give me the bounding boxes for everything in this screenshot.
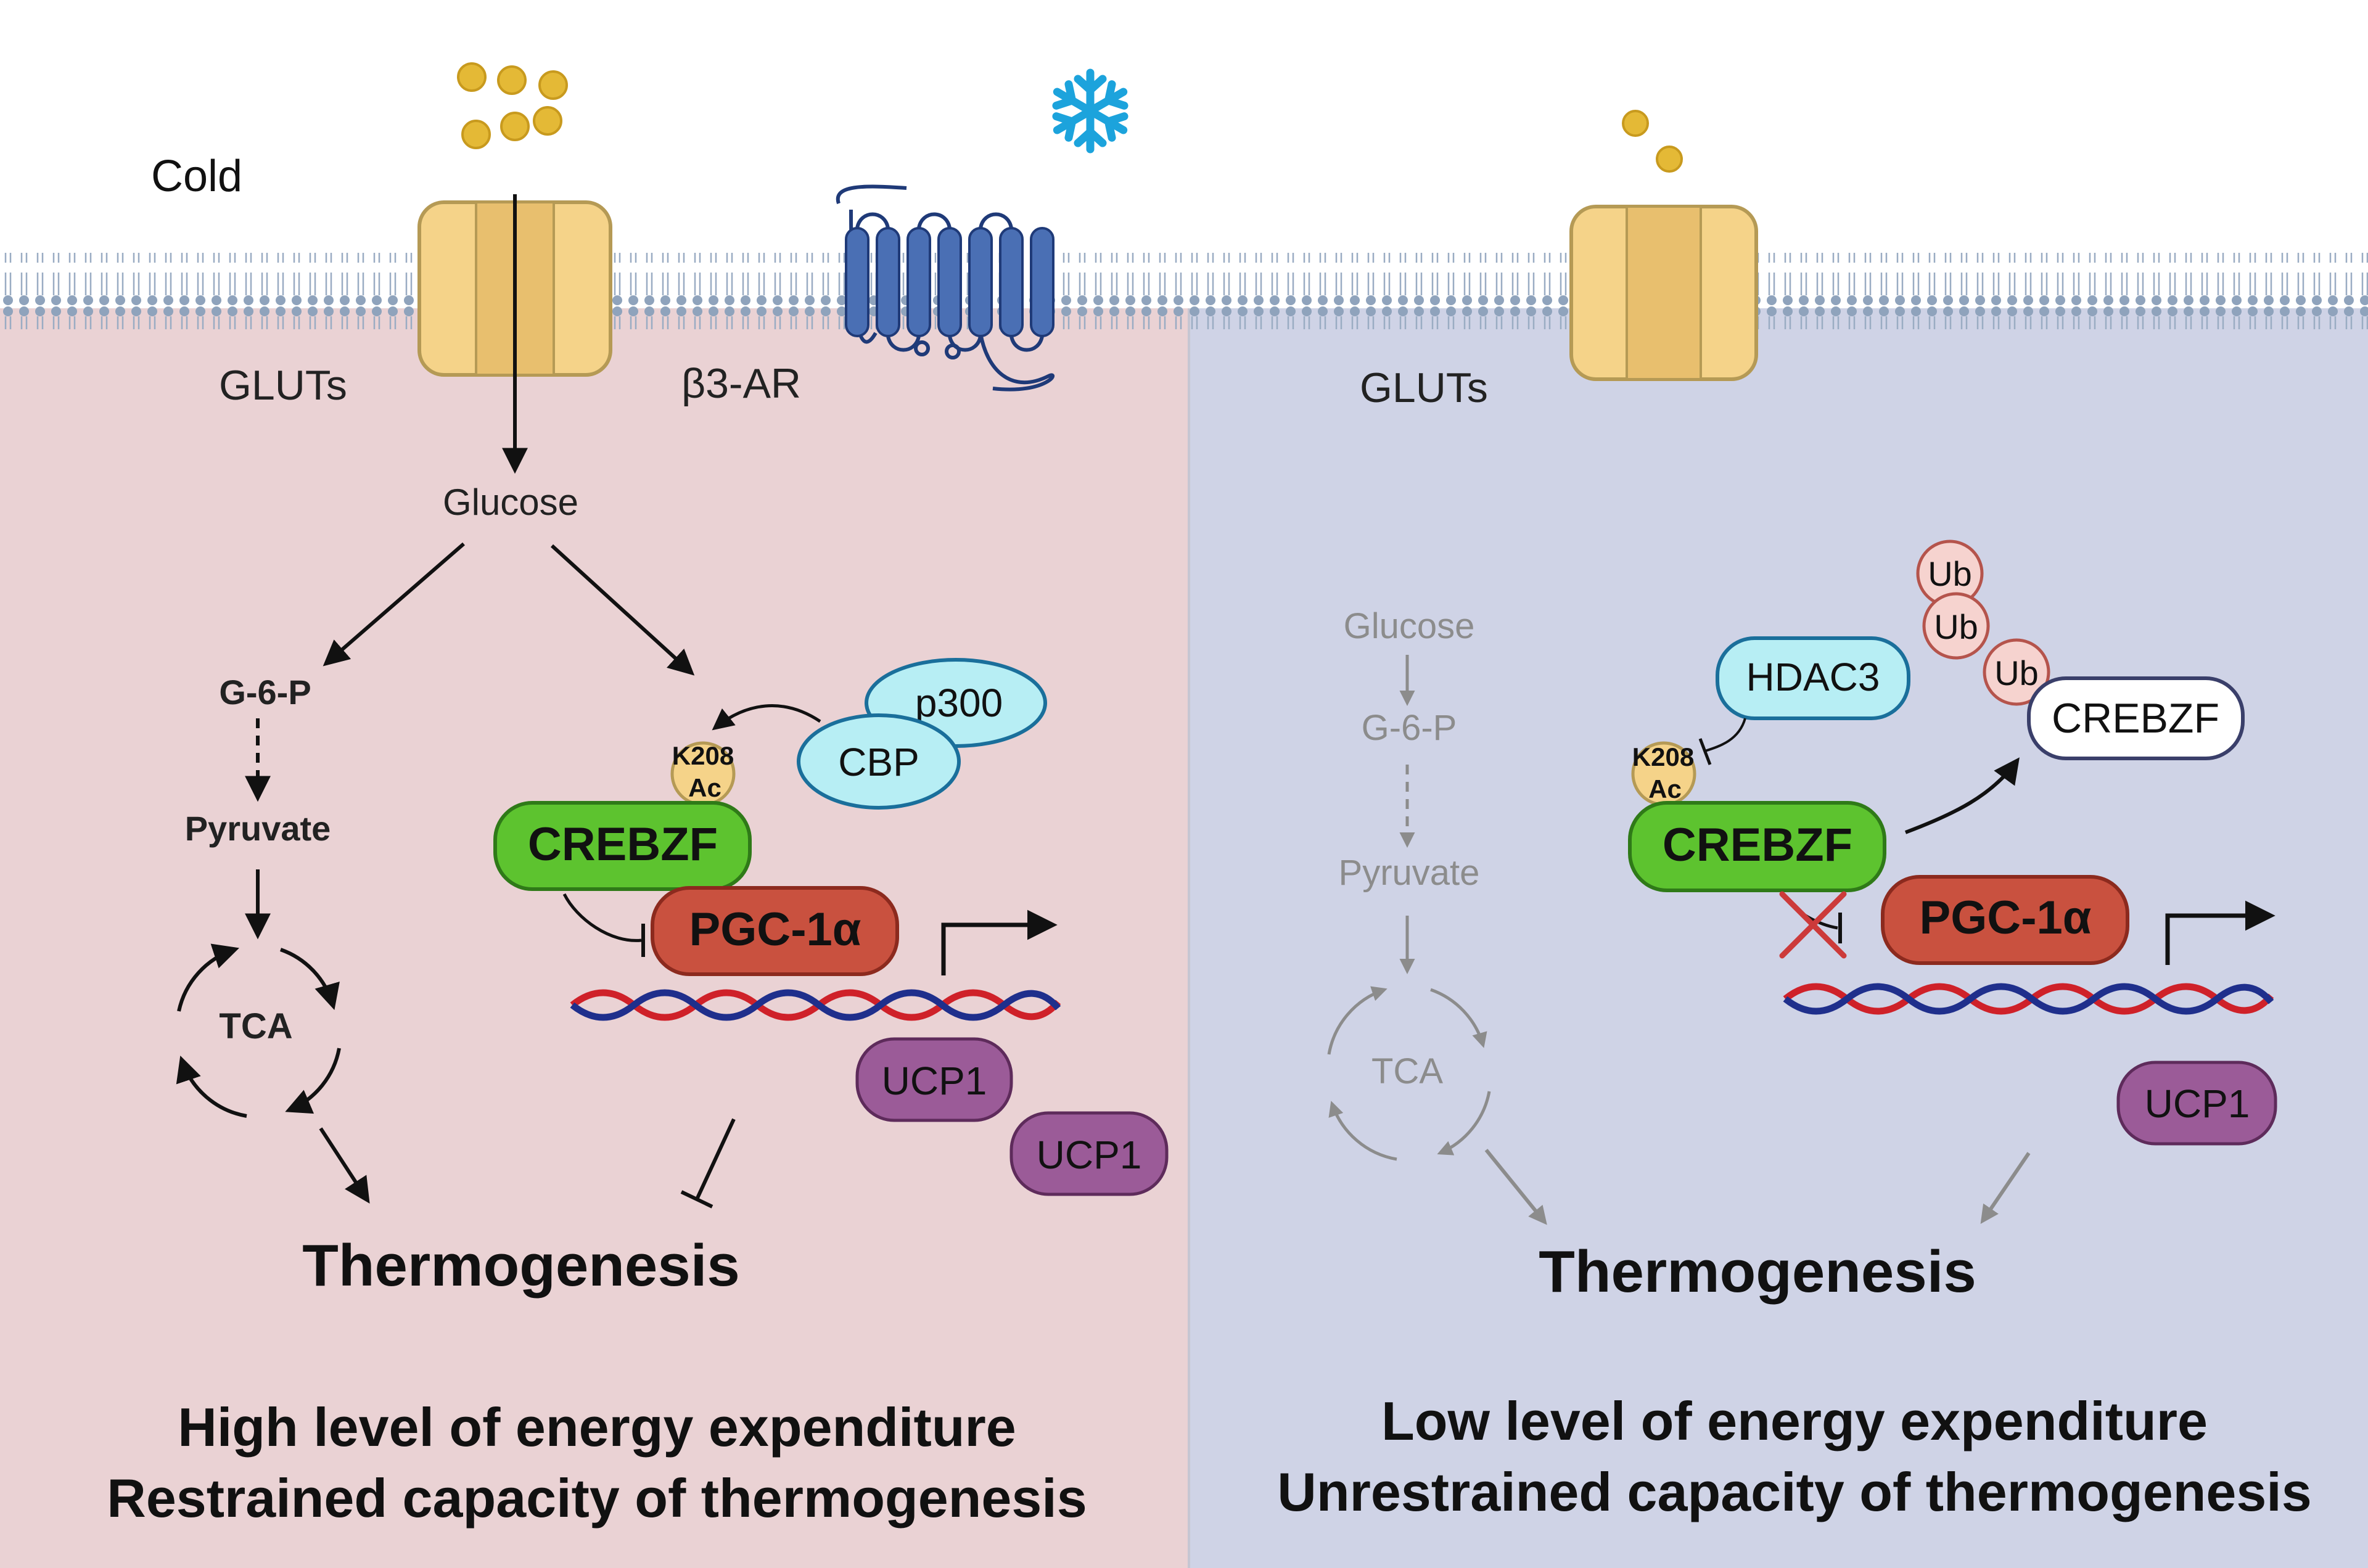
- crebzf-box-left: [493, 801, 752, 891]
- g6p-label-left: G-6-P: [219, 673, 311, 712]
- arrow-tca-thermogenesis-right: [1484, 1149, 1547, 1225]
- dna-helix-icon: [570, 989, 1061, 1021]
- k208-label-right: K208: [1632, 742, 1694, 771]
- ac-label-left: Ac: [688, 773, 722, 802]
- ub-bubble-3: [1983, 638, 2050, 706]
- cell-membrane: [0, 253, 2368, 329]
- summary-line1-left: High level of energy expenditure: [178, 1397, 1016, 1458]
- arrow-to-crebzf: [550, 544, 695, 676]
- tca-cycle-icon: [176, 943, 341, 1118]
- ub-label-2: Ub: [1934, 607, 1978, 646]
- ucp1-box-left-2: [1009, 1111, 1169, 1196]
- ucp1-label-left-1: UCP1: [882, 1059, 987, 1103]
- ucp1-inhibition-bar: [680, 1190, 713, 1209]
- cold-label: Cold: [151, 152, 242, 201]
- dna-helix-icon-right: [1783, 983, 2274, 1015]
- arrow-ucp1-thermogenesis-right: [1980, 1152, 2031, 1224]
- ucp1-inhibition-left: [695, 1118, 736, 1201]
- summary-line1-right: Low level of energy expenditure: [1381, 1390, 2208, 1451]
- summary-line2-left: Restrained capacity of thermogenesis: [107, 1467, 1087, 1529]
- transcription-arrow-icon: [941, 909, 1058, 975]
- gluts-label-right: GLUTs: [1360, 364, 1488, 411]
- receptor-loops: [855, 212, 1044, 352]
- pgc1a-box-left: [651, 886, 899, 976]
- g6p-label-right: G-6-P: [1362, 708, 1457, 748]
- arrow-tca-thermogenesis-left: [319, 1127, 370, 1204]
- glut-transporter-icon-right: [1569, 205, 1758, 381]
- glucose-molecules-right: [1622, 110, 1683, 173]
- glucose-label-left: Glucose: [443, 482, 578, 523]
- tca-label-left: TCA: [219, 1006, 292, 1046]
- tca-cycle-icon-right: [1327, 986, 1491, 1161]
- crebzf-label-right: CREBZF: [1663, 819, 1852, 871]
- tca-label-right: TCA: [1371, 1051, 1443, 1091]
- summary-line2-right: Unrestrained capacity of thermogenesis: [1277, 1461, 2311, 1522]
- ub-label-1: Ub: [1928, 554, 1972, 593]
- snowflake-icon: [1052, 68, 1128, 154]
- crebzf-label-left: CREBZF: [528, 818, 718, 871]
- ucp1-box-left-1: [855, 1037, 1013, 1122]
- ubiquitination-arrow: [1904, 757, 2020, 834]
- gluts-label-left: GLUTs: [219, 362, 347, 409]
- acetylation-arrow: [712, 704, 821, 731]
- pyruvate-label-right: Pyruvate: [1339, 853, 1480, 893]
- crebzf-box-right: [1628, 801, 1886, 892]
- pgc1a-label-right: PGC-1α: [1920, 892, 2092, 944]
- k208-label-left: K208: [672, 741, 734, 770]
- crebzf-ub-label: CREBZF: [2052, 695, 2219, 742]
- pgc1a-box-right: [1881, 875, 2129, 965]
- crebzf-inhibition-left: [562, 893, 642, 942]
- p300-label: p300: [915, 681, 1003, 725]
- glucose-label-right: Glucose: [1344, 606, 1475, 646]
- receptor-helices: [845, 227, 1054, 337]
- crebzf-ub-box: [2027, 676, 2245, 760]
- glucose-molecules-left: [457, 62, 568, 149]
- thermogenesis-label-right: Thermogenesis: [1539, 1239, 1976, 1305]
- left-panel-background: [0, 308, 1189, 1568]
- ac-label-right: Ac: [1648, 774, 1682, 803]
- hdac3-label: HDAC3: [1746, 655, 1880, 699]
- transcription-arrow-icon-right: [2165, 900, 2276, 965]
- receptor-label: β3-AR: [681, 360, 801, 407]
- ucp1-label-right: UCP1: [2145, 1082, 2250, 1126]
- ucp1-box-right: [2116, 1061, 2277, 1146]
- deacetylation-inhibition: [1704, 718, 1746, 752]
- blocked-cross-icon: [1779, 891, 1847, 959]
- pgc1a-label-left: PGC-1α: [689, 903, 861, 956]
- ucp1-label-left-2: UCP1: [1037, 1133, 1142, 1177]
- pyruvate-label-left: Pyruvate: [185, 809, 331, 848]
- ub-label-3: Ub: [1994, 654, 2039, 692]
- cbp-label: CBP: [838, 740, 919, 784]
- arrow-to-g6p: [323, 542, 465, 667]
- right-panel-background: [1189, 308, 2368, 1568]
- thermogenesis-label-left: Thermogenesis: [302, 1233, 740, 1299]
- ub-bubble-2: [1922, 592, 1990, 660]
- hdac3-box: [1716, 636, 1910, 720]
- deacetylation-bar: [1698, 738, 1712, 765]
- cbp-bubble: [797, 713, 961, 810]
